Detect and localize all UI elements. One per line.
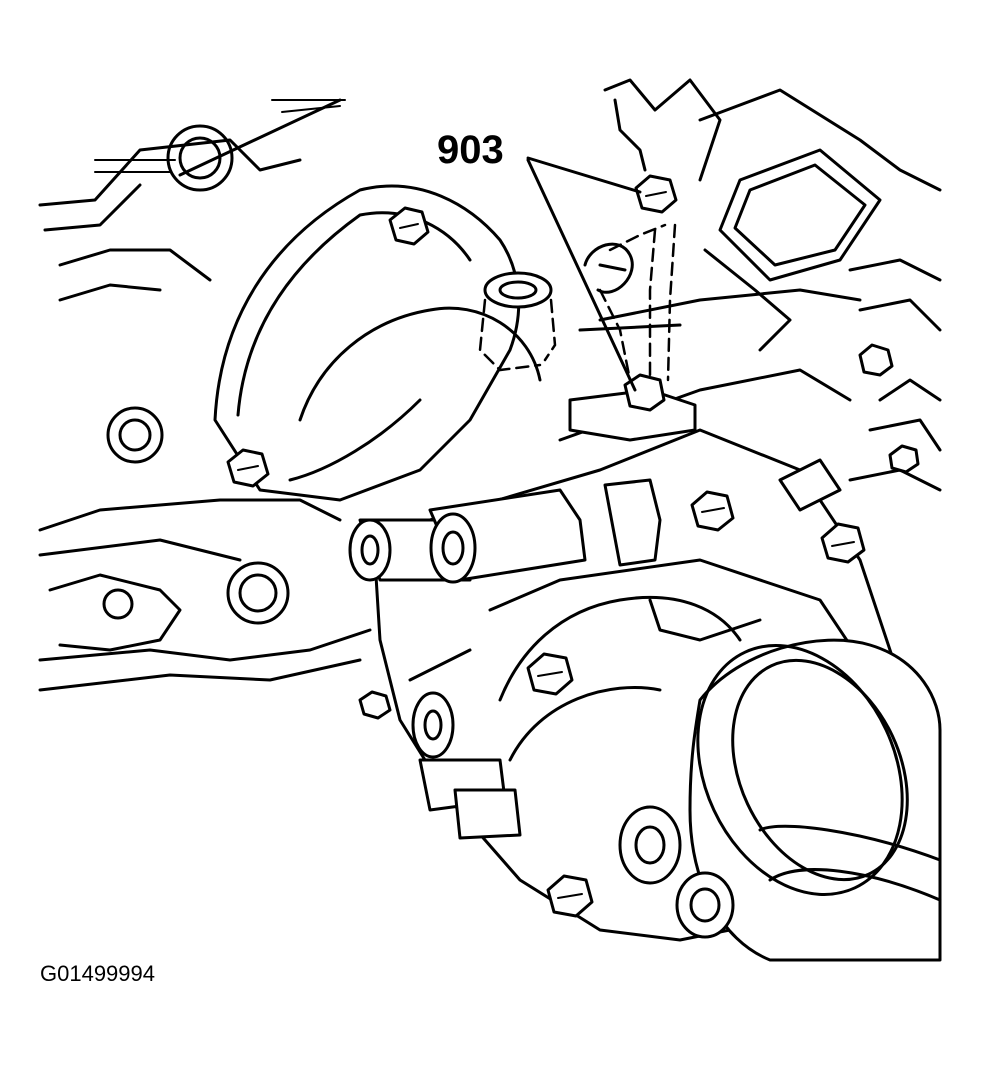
bolt-lower-left [526, 652, 574, 696]
bolt-903 [634, 174, 678, 214]
bolt-left [226, 448, 270, 488]
pipe [478, 271, 557, 372]
bolt-bracket [623, 373, 666, 412]
pulley [688, 638, 942, 962]
bolt-small-left [358, 690, 392, 720]
figure-id: G01499994 [40, 961, 155, 986]
callout-leaders [526, 156, 642, 392]
housing-right [578, 78, 942, 492]
bolt-right [820, 522, 866, 564]
bolt-bottom [546, 874, 594, 918]
bolt-center-right [690, 490, 735, 532]
hose-bracket [583, 223, 677, 382]
bolt-top-left [388, 206, 430, 246]
mounting-bosses [348, 458, 842, 939]
bolts [226, 174, 920, 918]
bolt-top-right [858, 343, 894, 377]
bolt-far-right [888, 444, 920, 474]
callout-label: 903 [437, 128, 504, 172]
housing-background [38, 98, 372, 692]
main-cover [213, 184, 542, 502]
